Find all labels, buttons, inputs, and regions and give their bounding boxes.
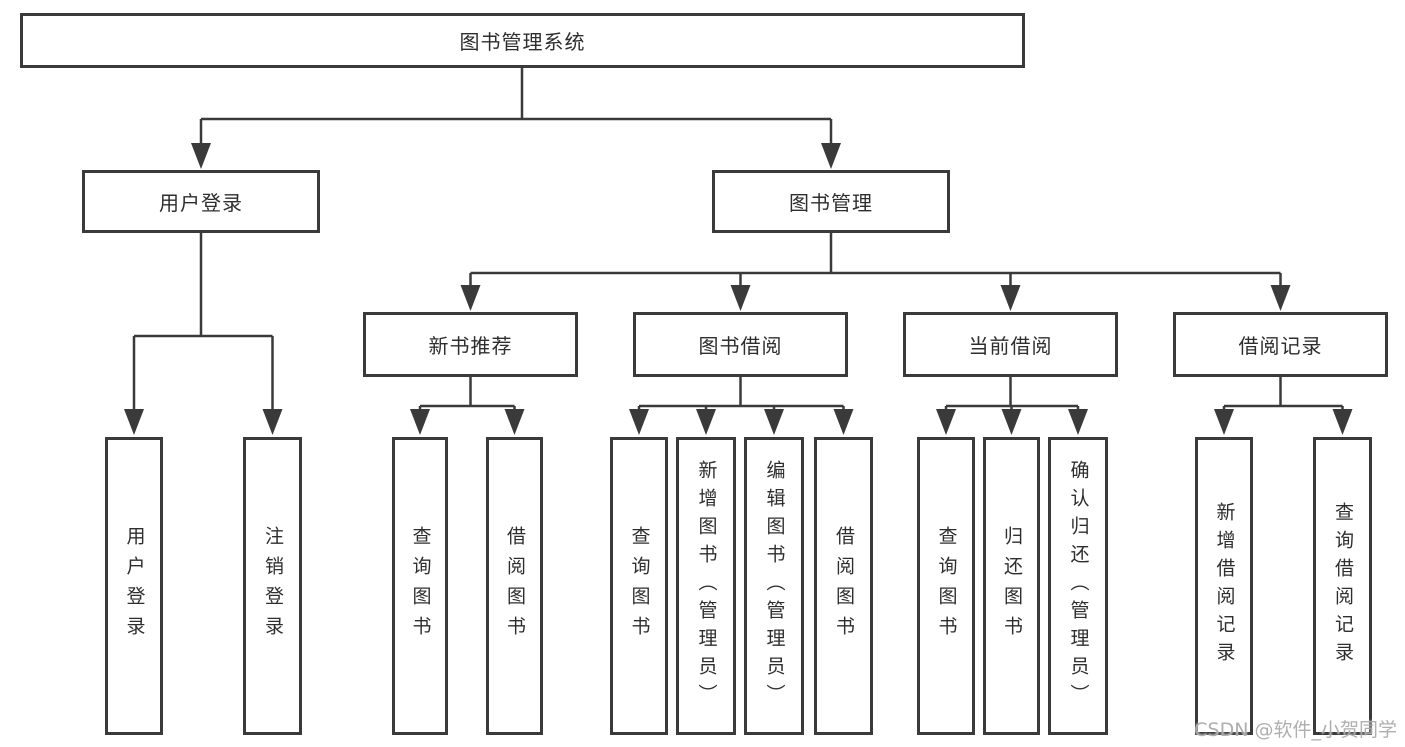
leaf-borrow-edit-label: 编辑图书（管理员） — [763, 460, 786, 712]
node-new-book-rec-label: 新书推荐 — [428, 334, 513, 358]
edge-new-book-to-leaves — [418, 377, 516, 426]
leaf-borrow-add: 新增图书（管理员） — [676, 437, 736, 735]
leaf-current-return-label: 归还图书 — [1001, 526, 1023, 646]
leaf-borrow-edit: 编辑图书（管理员） — [744, 437, 804, 735]
leaf-record-add-label: 新增借阅记录 — [1213, 502, 1236, 670]
leaf-newbook-query: 查询图书 — [392, 437, 448, 735]
leaf-borrow-book: 借阅图书 — [814, 437, 873, 735]
leaf-borrow-query: 查询图书 — [610, 437, 668, 735]
node-book-mgmt-label: 图书管理 — [789, 191, 873, 215]
leaf-borrow-query-label: 查询图书 — [628, 526, 651, 646]
leaf-user-login: 用户登录 — [105, 437, 163, 735]
edge-book-mgmt-to-level3 — [469, 233, 1282, 303]
edge-user-login-to-leaves — [132, 233, 274, 426]
node-borrow-record: 借阅记录 — [1173, 312, 1388, 377]
leaf-record-query-label: 查询借阅记录 — [1332, 502, 1354, 670]
edge-root-to-level2 — [199, 68, 833, 160]
node-current-borrow: 当前借阅 — [903, 312, 1118, 377]
leaf-newbook-borrow-label: 借阅图书 — [504, 526, 526, 646]
leaf-borrow-add-label: 新增图书（管理员） — [695, 460, 718, 712]
leaf-current-confirm-label: 确认归还（管理员） — [1067, 460, 1090, 712]
leaf-current-query-label: 查询图书 — [935, 526, 958, 646]
leaf-current-return: 归还图书 — [983, 437, 1040, 735]
leaf-newbook-borrow: 借阅图书 — [486, 437, 543, 735]
edge-borrow-record-to-leaves — [1222, 377, 1344, 426]
csdn-watermark: CSDN @软件_小贺同学 — [1194, 719, 1397, 741]
node-root-label: 图书管理系统 — [459, 30, 586, 54]
leaf-logout-label: 注销登录 — [262, 526, 284, 646]
leaf-current-confirm: 确认归还（管理员） — [1048, 437, 1108, 735]
node-book-borrow-label: 图书借阅 — [698, 334, 783, 358]
leaf-logout: 注销登录 — [243, 437, 302, 735]
node-user-login-label: 用户登录 — [159, 191, 243, 215]
arrowheads — [124, 143, 1353, 435]
node-current-borrow-label: 当前借阅 — [968, 334, 1053, 358]
leaf-current-query: 查询图书 — [917, 437, 975, 735]
node-book-borrow: 图书借阅 — [633, 312, 848, 377]
node-new-book-rec: 新书推荐 — [363, 312, 578, 377]
edge-book-borrow-to-leaves — [637, 377, 845, 426]
node-book-mgmt: 图书管理 — [712, 170, 950, 233]
node-user-login: 用户登录 — [82, 170, 320, 233]
node-borrow-record-label: 借阅记录 — [1238, 334, 1323, 358]
leaf-record-add: 新增借阅记录 — [1195, 437, 1253, 735]
leaf-newbook-query-label: 查询图书 — [409, 526, 432, 646]
node-root: 图书管理系统 — [20, 13, 1025, 68]
leaf-user-login-label: 用户登录 — [123, 526, 146, 646]
leaf-borrow-book-label: 借阅图书 — [833, 526, 855, 646]
leaf-record-query: 查询借阅记录 — [1313, 437, 1372, 735]
